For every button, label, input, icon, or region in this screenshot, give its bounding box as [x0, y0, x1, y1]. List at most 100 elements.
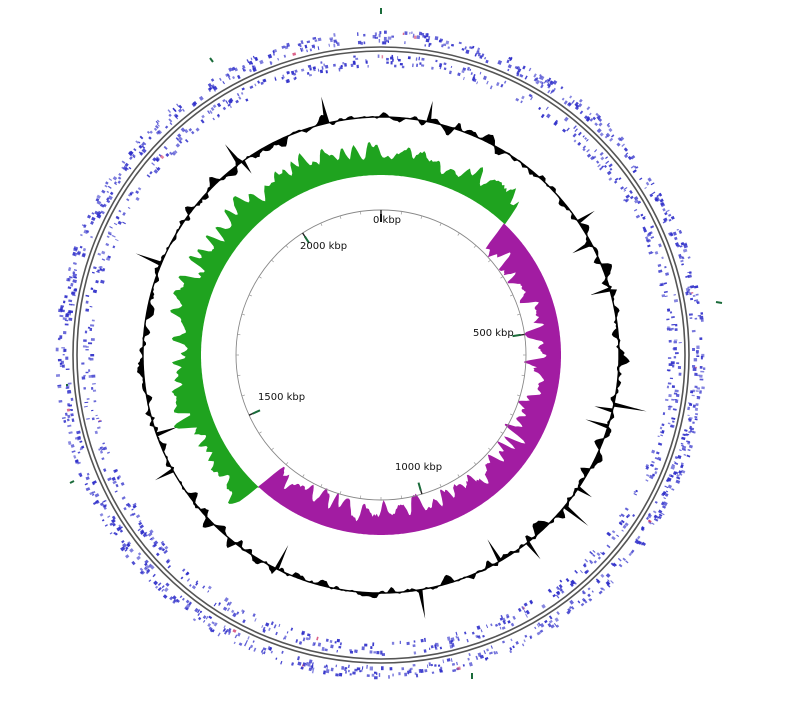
feature-mark — [500, 83, 504, 88]
feature-mark — [79, 474, 83, 478]
scale-tick — [510, 413, 514, 416]
feature-mark — [91, 212, 95, 215]
feature-mark — [148, 563, 153, 568]
feature-mark — [260, 649, 264, 653]
feature-mark — [122, 212, 126, 216]
feature-mark — [621, 529, 624, 532]
feature-mark — [623, 147, 629, 152]
feature-mark — [304, 44, 308, 49]
scale-tick — [248, 294, 252, 297]
feature-mark — [128, 166, 132, 170]
feature-mark — [654, 500, 658, 504]
feature-mark — [584, 136, 588, 140]
feature-mark — [76, 430, 81, 435]
feature-mark — [324, 64, 329, 69]
feature-mark — [153, 127, 158, 131]
feature-mark — [284, 45, 289, 50]
feature-mark — [695, 299, 699, 303]
feature-mark — [100, 279, 105, 284]
feature-mark — [153, 580, 159, 586]
feature-mark — [229, 105, 233, 109]
feature-mark — [654, 468, 657, 471]
feature-mark — [118, 524, 122, 528]
feature-mark — [137, 187, 142, 191]
feature-mark — [226, 607, 231, 612]
feature-mark — [560, 86, 564, 90]
feature-mark — [507, 68, 510, 72]
feature-mark — [654, 195, 660, 201]
feature-mark — [609, 137, 614, 142]
feature-mark — [688, 444, 693, 449]
feature-mark — [143, 567, 148, 571]
feature-mark — [592, 553, 596, 558]
feature-mark — [659, 426, 663, 430]
feature-mark — [665, 479, 670, 483]
feature-mark — [514, 65, 519, 70]
feature-mark — [151, 162, 155, 166]
feature-mark — [556, 611, 560, 616]
feature-mark — [450, 43, 455, 47]
feature-mark — [241, 87, 245, 91]
feature-mark — [606, 122, 610, 126]
feature-mark — [98, 266, 102, 269]
feature-mark — [152, 573, 156, 578]
feature-mark — [469, 46, 474, 50]
feature-mark — [272, 53, 276, 56]
feature-mark — [596, 128, 602, 134]
feature-mark — [556, 586, 560, 590]
feature-mark — [689, 428, 693, 433]
feature-mark — [168, 113, 172, 117]
feature-mark — [613, 180, 618, 184]
feature-mark — [301, 632, 305, 635]
feature-mark — [608, 127, 613, 133]
feature-mark — [149, 537, 153, 541]
feature-mark — [586, 139, 589, 142]
feature-mark — [182, 108, 185, 112]
feature-mark — [129, 513, 134, 517]
feature-mark — [657, 515, 662, 520]
feature-mark — [192, 618, 197, 622]
feature-mark — [158, 546, 162, 551]
feature-mark — [126, 542, 131, 548]
feature-mark — [512, 645, 515, 649]
feature-mark — [174, 109, 177, 113]
feature-mark — [77, 251, 81, 255]
feature-mark — [608, 163, 613, 168]
feature-mark — [149, 130, 153, 134]
feature-mark — [515, 640, 519, 645]
feature-mark — [671, 464, 675, 467]
feature-mark — [536, 631, 541, 636]
feature-mark — [610, 580, 614, 584]
feature-mark — [687, 274, 692, 279]
feature-mark — [633, 165, 638, 169]
feature-mark — [213, 86, 218, 91]
feature-mark — [678, 229, 683, 234]
feature-mark — [222, 99, 226, 103]
feature-mark — [180, 576, 184, 580]
feature-mark — [265, 622, 270, 627]
feature-mark — [690, 285, 695, 289]
scale-tick — [258, 276, 262, 279]
feature-mark — [679, 245, 683, 248]
feature-mark — [135, 196, 140, 201]
feature-mark — [109, 226, 113, 229]
feature-mark — [550, 624, 555, 629]
feature-mark — [596, 114, 602, 120]
feature-mark — [257, 80, 261, 84]
feature-mark — [658, 458, 662, 462]
feature-mark — [633, 493, 638, 496]
feature-mark — [549, 80, 553, 84]
feature-mark — [127, 206, 131, 209]
feature-mark — [83, 224, 87, 229]
feature-mark — [644, 186, 647, 190]
feature-mark — [95, 197, 100, 202]
feature-mark — [300, 40, 304, 45]
feature-mark — [476, 625, 481, 630]
feature-mark — [563, 116, 569, 122]
feature-mark — [660, 202, 666, 208]
feature-mark — [687, 441, 691, 445]
feature-mark — [521, 643, 525, 647]
feature-mark — [481, 53, 485, 57]
feature-mark — [507, 64, 512, 69]
feature-mark — [661, 429, 665, 434]
